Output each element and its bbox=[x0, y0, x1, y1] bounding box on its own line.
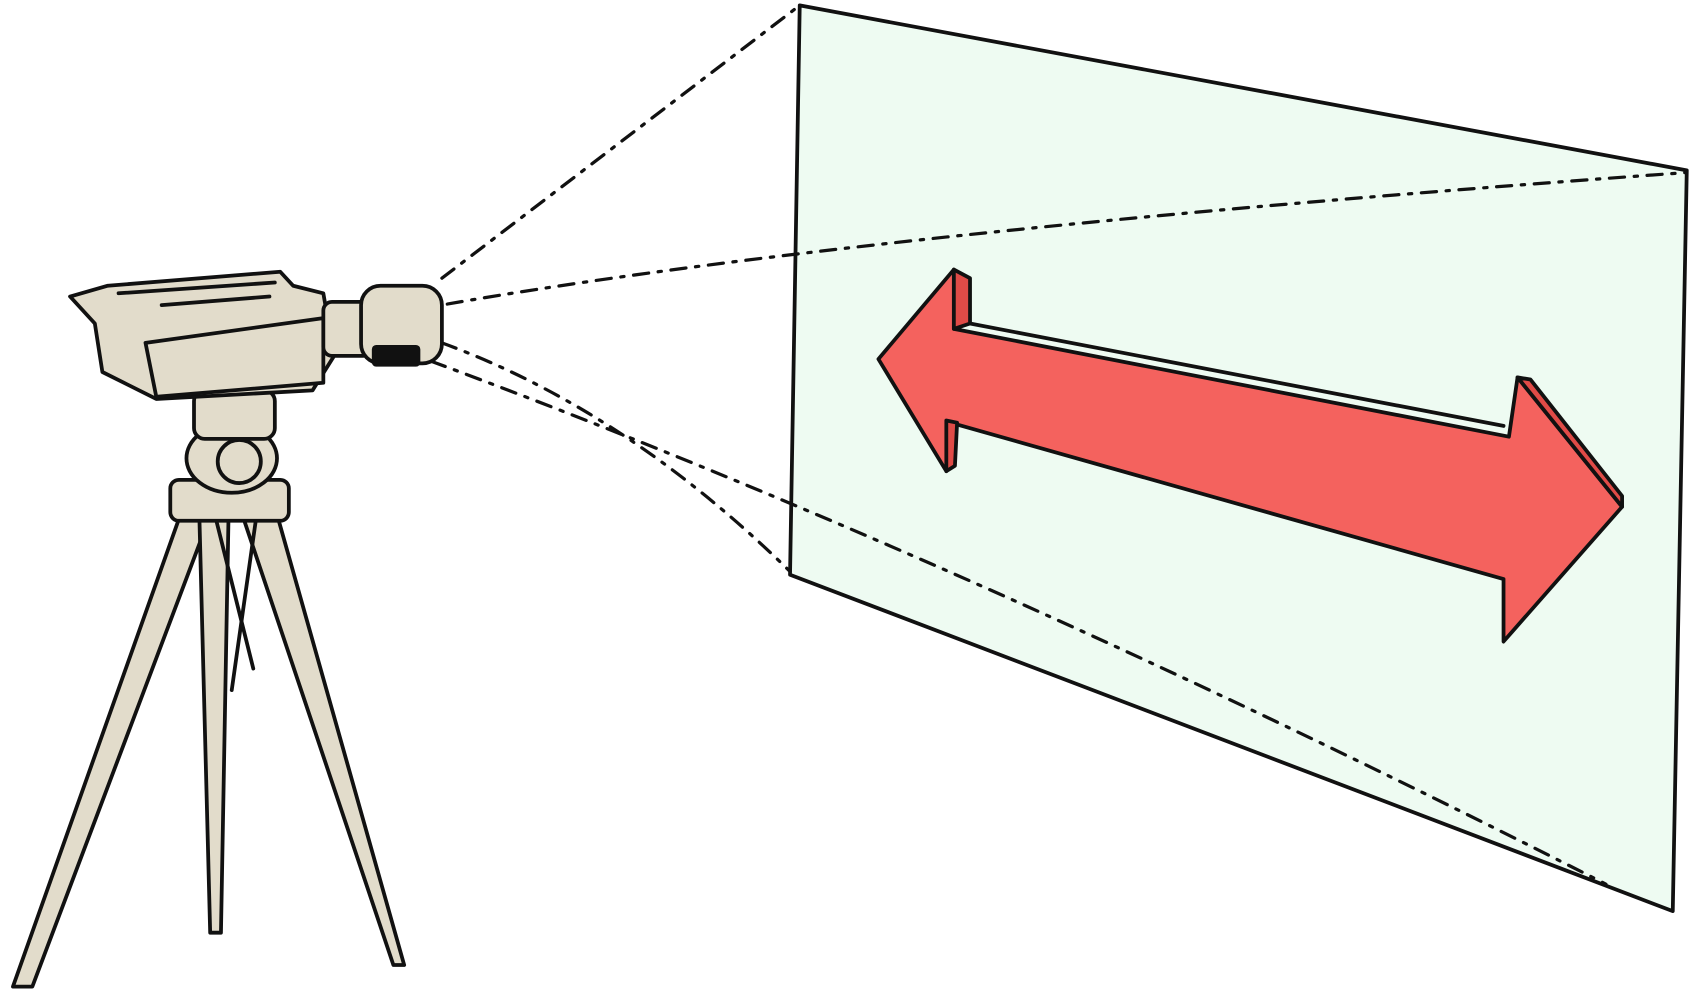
lens-icon bbox=[371, 345, 421, 367]
projection-lines bbox=[429, 3, 1689, 886]
camera bbox=[68, 269, 444, 401]
double-arrow bbox=[876, 267, 1624, 644]
tripod bbox=[11, 388, 407, 989]
